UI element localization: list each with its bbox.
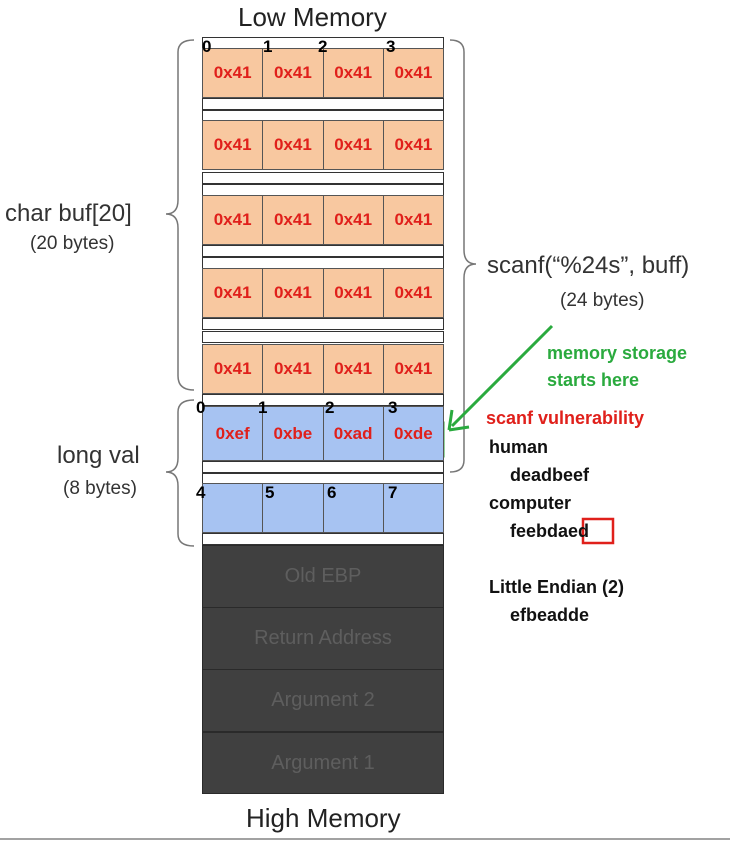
scanf-label: scanf(“%24s”, buff) [487, 252, 690, 279]
byte-index: 0 [202, 37, 212, 56]
byte-cell: 0x41 [383, 345, 443, 393]
val-label: long val [57, 442, 140, 469]
byte-cell: 0x41 [383, 121, 443, 169]
byte-cell: 0x41 [323, 269, 384, 317]
byte-cell: 0xef [203, 407, 264, 460]
stack-frame-old-ebp: Old EBP [202, 545, 444, 608]
separator [202, 318, 444, 330]
green-arrow-head [447, 409, 470, 432]
computer-value-main: feebda [510, 521, 569, 541]
computer-value-highlight: ed [568, 521, 590, 541]
byte-cell: 0xde [383, 407, 443, 460]
byte-index: 0 [196, 398, 206, 417]
buf-label: char buf[20] [5, 200, 132, 227]
byte-cell [323, 484, 384, 532]
computer-value: feebdaed [510, 521, 589, 542]
byte-cell: 0x41 [263, 49, 324, 97]
stack-frame-argument-2: Argument 2 [202, 669, 444, 732]
computer-label: computer [489, 493, 572, 513]
endian-label: Little Endian (2) [489, 577, 624, 597]
storage-note-line2: starts here [547, 370, 640, 390]
byte-cell [383, 484, 443, 532]
byte-index: 4 [196, 483, 206, 502]
byte-cell [203, 484, 264, 532]
scanf-size: (24 bytes) [560, 290, 645, 311]
ed-red-box [581, 517, 615, 545]
buf-left-brace [165, 39, 195, 391]
val-size: (8 bytes) [63, 478, 137, 499]
high-memory-title: High Memory [246, 803, 401, 833]
byte-cell [263, 484, 324, 532]
byte-index: 5 [265, 483, 275, 502]
buf-row-2: 0x41 0x41 0x41 0x41 [202, 120, 444, 170]
buf-row-4: 0x41 0x41 0x41 0x41 [202, 268, 444, 318]
byte-cell: 0x41 [323, 121, 384, 169]
buf-size: (20 bytes) [30, 233, 115, 254]
byte-cell: 0x41 [383, 196, 443, 244]
green-arrow-line [450, 324, 554, 428]
byte-cell: 0x41 [203, 49, 264, 97]
vulnerability-title: scanf vulnerability [486, 408, 645, 428]
byte-index: 3 [388, 398, 398, 417]
byte-cell: 0x41 [203, 121, 264, 169]
byte-cell: 0xad [323, 407, 384, 460]
byte-cell: 0x41 [323, 196, 384, 244]
buf-row-1: 0x41 0x41 0x41 0x41 [202, 48, 444, 98]
byte-cell: 0x41 [263, 345, 324, 393]
buf-row-3: 0x41 0x41 0x41 0x41 [202, 195, 444, 245]
byte-index: 2 [318, 37, 328, 56]
byte-cell: 0x41 [263, 269, 324, 317]
val-row-1: 0xef 0xbe 0xad 0xde [202, 406, 444, 461]
separator [202, 461, 444, 473]
byte-cell: 0x41 [203, 269, 264, 317]
storage-note-line1: memory storage [547, 343, 688, 363]
buf-row-5: 0x41 0x41 0x41 0x41 [202, 344, 444, 394]
byte-index: 1 [258, 398, 268, 417]
byte-index: 2 [325, 398, 335, 417]
separator [202, 172, 444, 184]
byte-index: 1 [263, 37, 273, 56]
byte-index: 7 [388, 483, 398, 502]
byte-cell: 0x41 [323, 49, 384, 97]
val-row-2 [202, 483, 444, 533]
byte-cell: 0x41 [323, 345, 384, 393]
human-label: human [489, 437, 549, 457]
byte-cell: 0x41 [383, 269, 443, 317]
low-memory-title: Low Memory [238, 2, 387, 32]
byte-cell: 0x41 [263, 121, 324, 169]
stack-frame-return-address: Return Address [202, 607, 444, 670]
byte-index: 3 [386, 37, 396, 56]
byte-cell: 0x41 [203, 196, 264, 244]
separator [202, 331, 444, 343]
human-value: deadbeef [510, 465, 590, 485]
separator [202, 533, 444, 545]
separator [202, 394, 444, 406]
byte-cell: 0x41 [203, 345, 264, 393]
separator [202, 98, 444, 110]
stack-frame-argument-1: Argument 1 [202, 732, 444, 794]
byte-index: 6 [327, 483, 337, 502]
byte-cell: 0xbe [263, 407, 324, 460]
byte-cell: 0x41 [383, 49, 443, 97]
byte-cell: 0x41 [263, 196, 324, 244]
separator [202, 245, 444, 257]
scanf-right-brace [449, 39, 477, 473]
val-left-brace [165, 399, 195, 547]
endian-value: efbeadde [510, 605, 590, 625]
